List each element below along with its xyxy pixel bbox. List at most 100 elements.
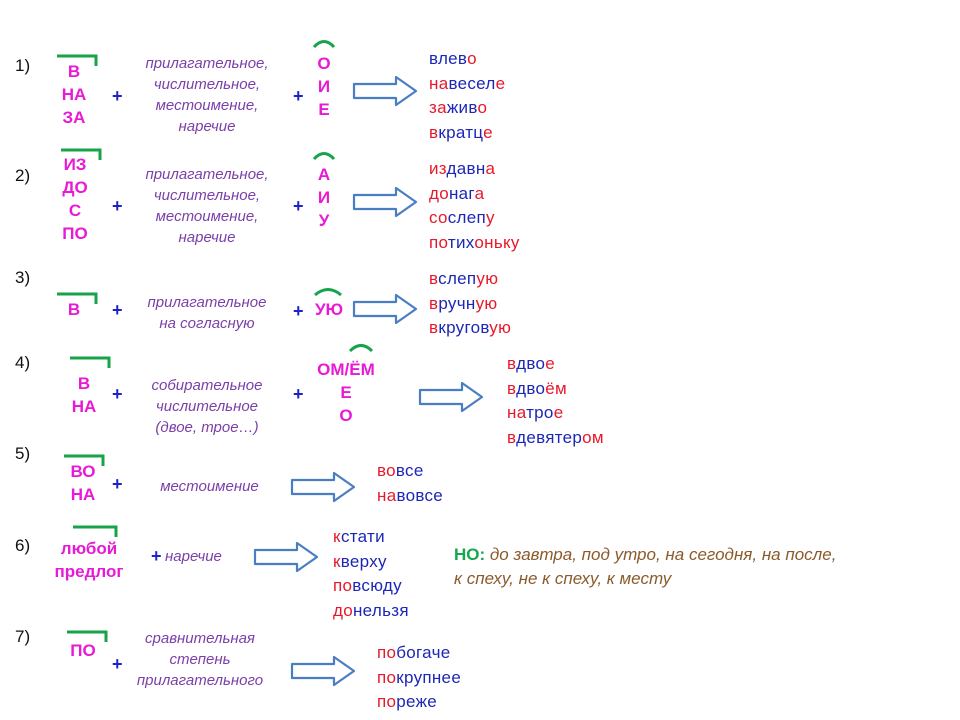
row-4-number: 4): [15, 353, 31, 372]
example-word: сослепу: [429, 206, 520, 231]
prefix: ВО: [70, 462, 96, 481]
morpheme-highlight: е: [495, 73, 506, 93]
morpheme-highlight: к: [333, 551, 341, 571]
suffix-arc-icon: [314, 288, 342, 297]
desc-line: прилагательное,: [145, 166, 269, 183]
row-5-prefix-list: ВО НА: [60, 460, 106, 506]
desc-line: числительное,: [153, 76, 261, 93]
prefix: С: [68, 201, 82, 220]
plus-sign: +: [112, 86, 123, 106]
row-1-prefix-list: В НА ЗА: [52, 60, 96, 129]
prefix: ПО: [70, 641, 96, 660]
prefix: ИЗ: [63, 155, 87, 174]
row-4-base-description: собирательное числительное (двое, трое…): [122, 375, 292, 438]
desc-line: на согласную: [159, 315, 255, 332]
prefix: В: [77, 374, 91, 393]
suffix: А: [317, 165, 331, 184]
suffix: У: [318, 211, 330, 230]
word-stem: кругов: [438, 318, 490, 337]
desc-line: местоимение,: [155, 208, 259, 225]
plus-sign: +: [112, 654, 123, 674]
desc-line: наречие: [178, 229, 236, 246]
exceptions-label: НО:: [454, 545, 486, 564]
suffix: О: [317, 54, 331, 73]
morpheme-highlight: ём: [545, 378, 568, 398]
prefix: В: [67, 62, 81, 81]
morpheme-highlight: до: [333, 600, 353, 620]
row-2-number: 2): [15, 166, 31, 185]
morpheme-highlight: на: [377, 485, 397, 505]
prefix: НА: [71, 397, 97, 416]
row-3-base-description: прилагательное на согласную: [122, 292, 292, 334]
prefix-bracket-icon: [57, 292, 98, 304]
row-2-suffix-list: А И У: [309, 163, 339, 232]
suffix: УЮ: [314, 300, 344, 319]
row-7-base-description: сравнительная степень прилагательного: [110, 628, 290, 691]
prefix-bracket-icon: [64, 454, 105, 466]
morpheme-highlight: в: [507, 354, 517, 373]
prefix: В: [67, 300, 81, 319]
word-stem: дво: [516, 354, 546, 373]
example-word: покрупнее: [377, 666, 461, 691]
morpheme-highlight: по: [377, 667, 397, 687]
desc-line: наречие: [178, 118, 236, 135]
example-word: натрое: [507, 401, 604, 426]
morpheme-highlight: по: [377, 643, 397, 662]
word-stem: ручн: [438, 293, 476, 313]
double-arrow-icon: [290, 655, 356, 687]
word-stem: жив: [446, 98, 478, 117]
example-word: вручную: [429, 292, 511, 317]
suffix-arc-icon: [312, 40, 336, 49]
example-word: потихоньку: [429, 231, 520, 256]
morpheme-highlight: по: [333, 576, 353, 595]
example-word: вслепую: [429, 267, 511, 292]
plus-sign: +: [112, 474, 123, 494]
morpheme-highlight: в: [507, 427, 517, 447]
word-stem: тро: [526, 403, 554, 422]
desc-line: наречие: [165, 548, 222, 565]
example-word: вдвоём: [507, 377, 604, 402]
row-6-number: 6): [15, 536, 31, 555]
row-6-prefix-list: любой предлог: [42, 537, 136, 583]
double-arrow-icon: [418, 381, 484, 413]
desc-line: собирательное: [151, 377, 263, 394]
desc-line: (двое, трое…): [155, 419, 259, 436]
row-4-prefix-list: В НА: [62, 372, 106, 418]
suffix-arc-icon: [312, 152, 336, 161]
suffix: И: [317, 188, 331, 207]
word-stem: все: [395, 461, 424, 480]
morpheme-highlight: по: [377, 692, 397, 711]
morpheme-highlight: из: [429, 159, 447, 178]
example-word: донельзя: [333, 599, 409, 624]
row-6-base-description: наречие: [165, 546, 245, 567]
example-word: донага: [429, 182, 520, 207]
morpheme-highlight: ую: [489, 318, 512, 337]
morpheme-highlight: е: [483, 122, 493, 142]
desc-line: прилагательное,: [145, 55, 269, 72]
suffix: Е: [318, 100, 330, 119]
row-7-prefix-list: ПО: [60, 639, 106, 662]
desc-line: сравнительная: [145, 630, 255, 647]
desc-line: местоимение,: [155, 97, 259, 114]
exceptions-note: НО: до завтра, под утро, на сегодня, на …: [454, 543, 954, 591]
morpheme-highlight: а: [474, 183, 485, 203]
word-stem: верху: [340, 551, 387, 571]
prefix-bracket-icon: [67, 630, 108, 642]
row-4-suffix-list: ОМ/ЁМ Е О: [302, 358, 390, 427]
word-stem: девятер: [516, 427, 583, 447]
row-2-prefix-list: ИЗ ДО С ПО: [53, 153, 97, 245]
prefix: НА: [61, 85, 87, 104]
row-1-suffix-list: О И Е: [309, 52, 339, 121]
morpheme-highlight: во: [377, 461, 396, 480]
prefix: ПО: [62, 224, 88, 243]
prefix: ЗА: [62, 108, 86, 127]
row-5-base-description: местоимение: [142, 476, 277, 497]
morpheme-highlight: к: [333, 527, 341, 546]
row-7-number: 7): [15, 627, 31, 646]
example-word: издавна: [429, 157, 520, 182]
word-stem: богаче: [396, 643, 451, 662]
example-word: вкратце: [429, 121, 505, 146]
